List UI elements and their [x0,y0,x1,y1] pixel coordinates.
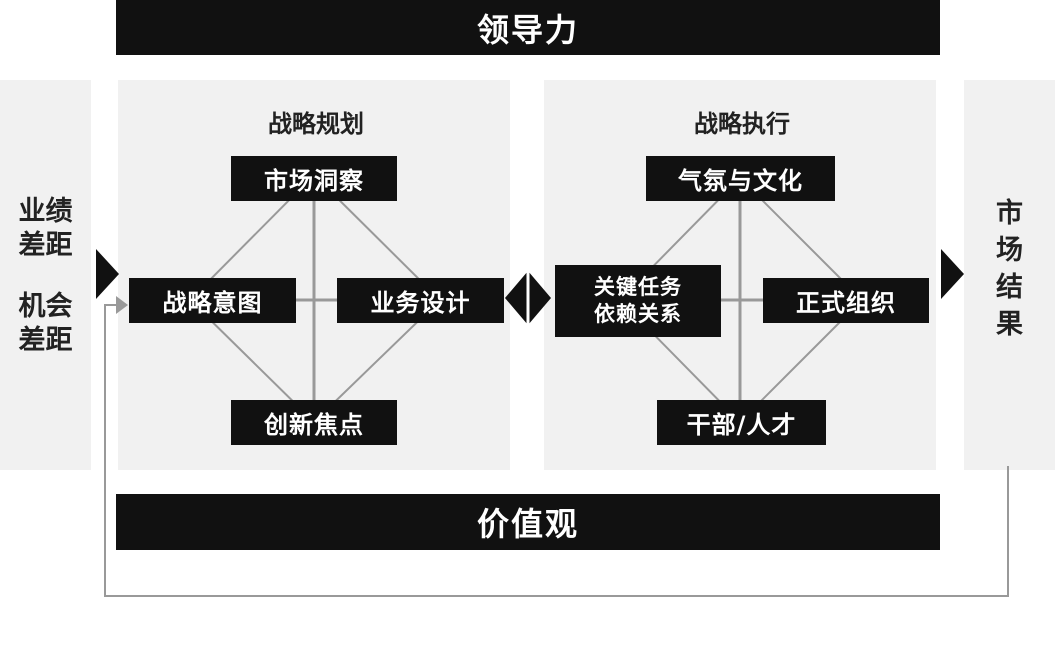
strategy-execution-title: 战略执行 [694,110,790,138]
gap-line: 差距 [18,230,73,261]
node-strategic-intent: 战略意图 [129,278,296,323]
result-char: 市 [996,198,1023,229]
result-char: 结 [996,272,1023,303]
node-market-insight: 市场洞察 [231,156,397,201]
node-business-design: 业务设计 [337,278,504,323]
node-innovation-focus: 创新焦点 [231,400,397,445]
leadership-label: 领导力 [476,10,579,49]
result-char: 果 [996,309,1023,340]
values-bar: 价值观 [116,494,940,550]
performance-gap-label: 业绩 差距 [0,195,91,263]
left-arrow-icon [96,249,119,299]
node-label: 关键任务 [594,275,682,299]
gap-panel [0,80,91,470]
node-label: 依赖关系 [594,302,682,326]
node-label: 战略意图 [162,289,263,317]
market-result-panel [964,80,1055,470]
gap-line: 差距 [18,325,73,356]
market-result-label: 市 场 结 果 [964,195,1055,343]
right-arrow-icon [941,249,964,299]
node-climate-culture: 气氛与文化 [646,156,835,201]
result-char: 场 [996,235,1023,266]
feedback-arrow-head [116,296,128,314]
values-label: 价值观 [476,505,579,543]
node-label: 干部/人才 [686,411,797,439]
gap-line: 机会 [18,291,73,322]
strategy-planning-title: 战略规划 [268,110,364,138]
feedback-loop-line [104,304,1009,597]
gap-line: 业绩 [18,196,73,227]
node-label: 业务设计 [370,289,471,317]
node-label: 创新焦点 [264,411,364,439]
node-talent: 干部/人才 [657,400,826,445]
node-label: 市场洞察 [264,167,364,195]
leadership-bar: 领导力 [116,0,940,55]
opportunity-gap-label: 机会 差距 [0,290,91,358]
node-label: 气氛与文化 [678,167,803,195]
node-label: 正式组织 [796,289,896,317]
node-key-tasks: 关键任务 依赖关系 [555,265,721,337]
node-formal-organization: 正式组织 [763,278,929,323]
